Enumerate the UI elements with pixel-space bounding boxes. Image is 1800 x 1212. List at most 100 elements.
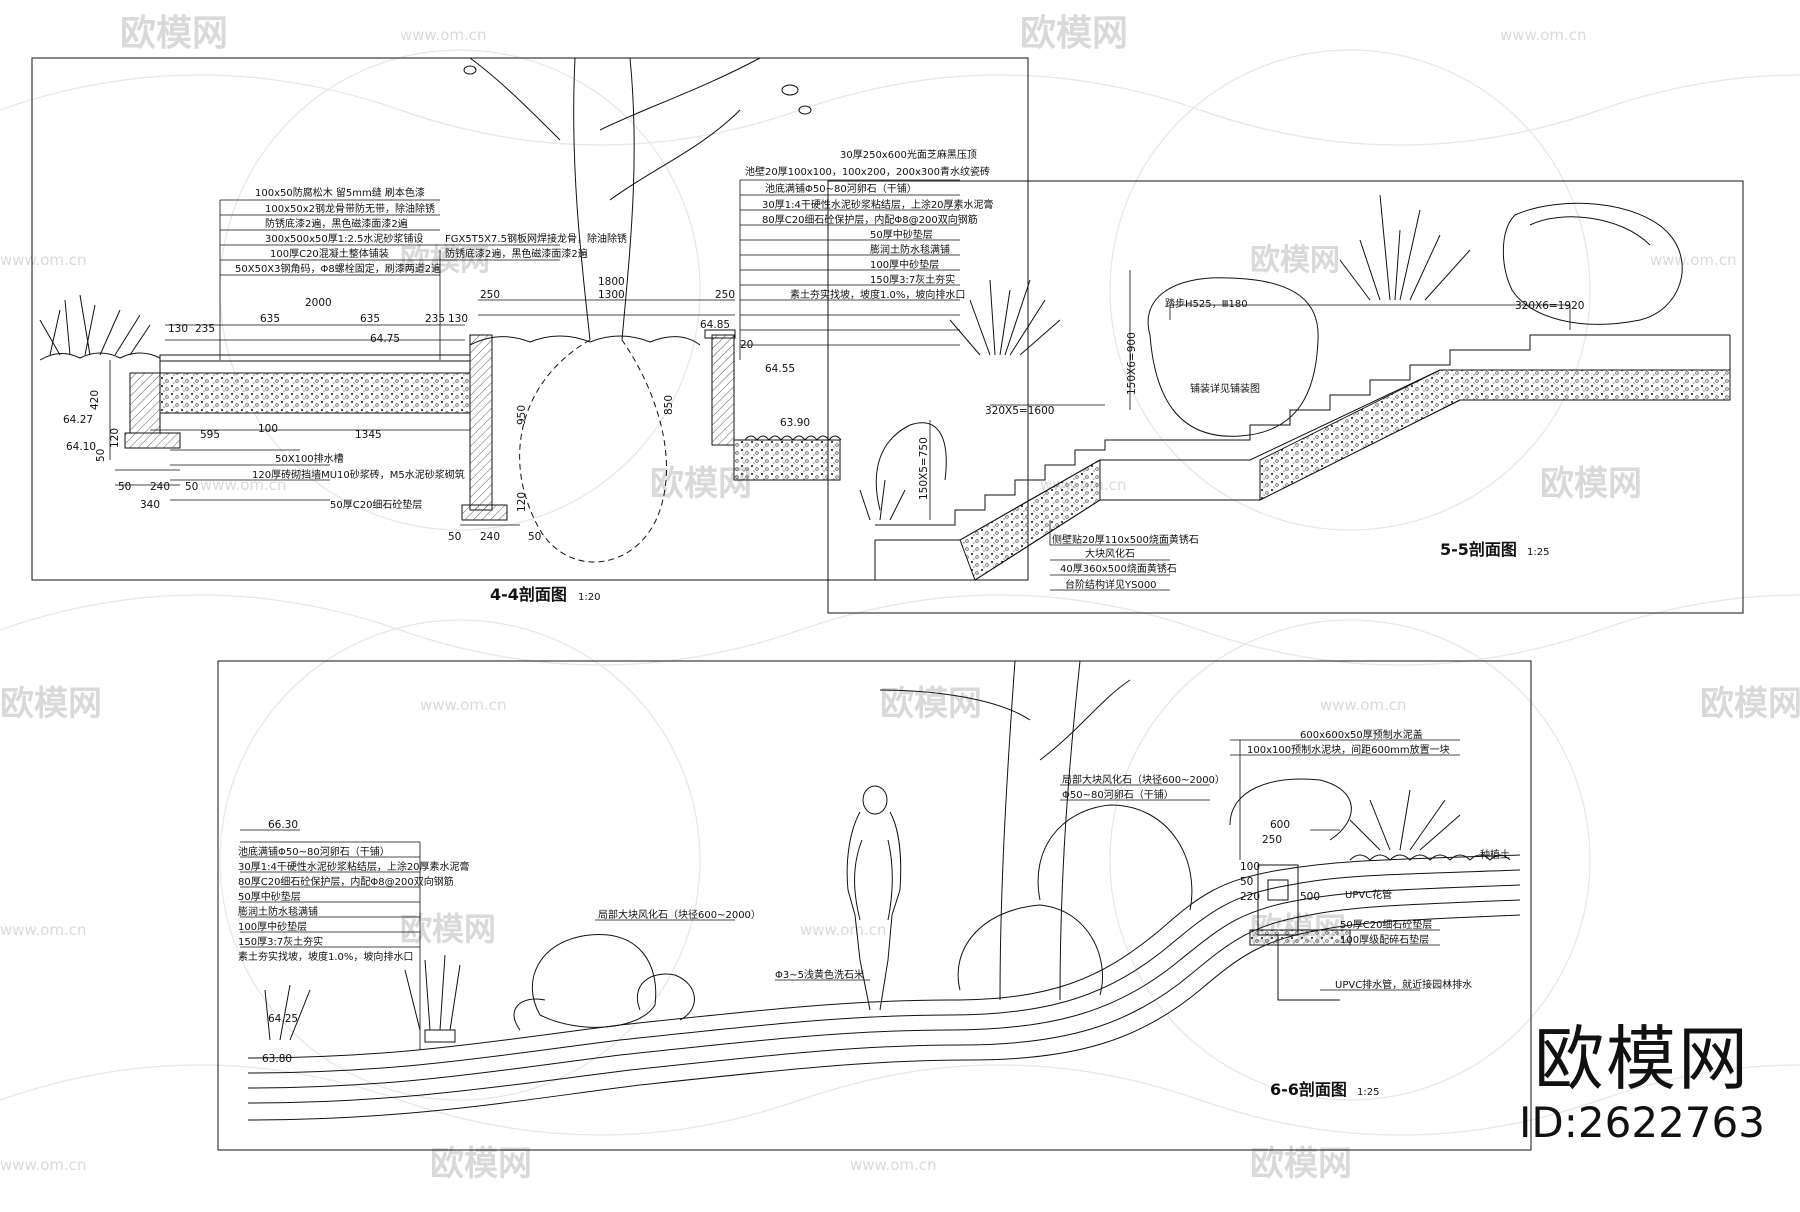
- note-5-5-bottom: 台阶结构详见YS000: [1065, 578, 1157, 591]
- dim-label: 320X5=1600: [985, 405, 1054, 417]
- label-rocks: 局部大块风化石（块径600~2000）: [598, 908, 761, 921]
- label-gravel: Φ3~5浅黄色洗石米: [775, 968, 864, 981]
- label-boulder: 铺装详见铺装图: [1190, 382, 1260, 395]
- dim-label: 950: [516, 405, 528, 425]
- drain-outlet: [1277, 935, 1340, 1001]
- note-4-4-mid: 防锈底漆2遍，黑色磁漆面漆2遍: [445, 247, 588, 260]
- note-6-6-left: 膨润土防水毯满铺: [238, 905, 318, 918]
- section-title-4-4: 4-4剖面图: [490, 585, 567, 604]
- note-4-4: 100x50x2钢龙骨带防无带，除油除锈: [265, 202, 435, 215]
- level-label: 66.30: [268, 819, 298, 831]
- rock: [957, 904, 1103, 996]
- watermark-brand: 欧模网: [0, 684, 102, 724]
- edge-wall: [129, 372, 161, 434]
- shrub: [39, 294, 151, 356]
- tree-trunk: [463, 57, 812, 563]
- boulder: [1147, 277, 1319, 437]
- watermark-site: www.om.cn: [1500, 26, 1587, 44]
- note-4-4-right: 30厚250x600光面芝麻黑压顶: [840, 148, 977, 161]
- dim-label: 50: [95, 449, 107, 462]
- dim-label: 220: [1240, 891, 1260, 903]
- watermark-site: www.om.cn: [1320, 696, 1407, 714]
- dim-label: 600: [1270, 819, 1290, 831]
- note-4-4-right: 80厚C20细石砼保护层，内配Φ8@200双向钢筋: [762, 213, 978, 226]
- frame-4-4: [31, 57, 1029, 581]
- section-title-5-5: 5-5剖面图: [1440, 540, 1517, 559]
- plant: [859, 479, 906, 521]
- plant: [264, 984, 311, 1041]
- dim-label: 50: [118, 481, 131, 493]
- watermark-site: www.om.cn: [0, 1156, 87, 1174]
- dim-label: 250: [480, 289, 500, 301]
- level-label: 64.85: [700, 319, 730, 331]
- watermark-site: www.om.cn: [420, 696, 507, 714]
- dim-label: 635: [260, 313, 280, 325]
- note-6-6-left: 50厚中砂垫层: [238, 890, 301, 903]
- watermark-site: www.om.cn: [0, 921, 87, 939]
- dim-label: 240: [150, 481, 170, 493]
- deck-base: [159, 372, 471, 414]
- stair-profile: [875, 334, 1730, 526]
- watermark-site: www.om.cn: [800, 921, 887, 939]
- watermark-site: www.om.cn: [1650, 251, 1737, 269]
- rock: [637, 973, 695, 1021]
- dim-label: 500: [1300, 891, 1320, 903]
- dim-label: 150X5=750: [918, 437, 930, 500]
- section-scale-4-4: 1:20: [578, 592, 600, 603]
- level-label: 63.80: [262, 1053, 292, 1065]
- rock: [1037, 804, 1193, 911]
- level-label: 64.25: [268, 1013, 298, 1025]
- dim-label: 120: [516, 492, 528, 512]
- dim-label: 420: [89, 390, 101, 410]
- note-4-4-bottom: 50厚C20细石砼垫层: [330, 498, 422, 511]
- dim-label: 130: [448, 313, 468, 325]
- section-6-6: [217, 660, 1532, 1151]
- watermark-brand: 欧模网: [120, 13, 228, 54]
- section-scale-6-6: 1:25: [1357, 1087, 1379, 1098]
- dim-label: 50: [528, 531, 541, 543]
- plant: [949, 279, 1061, 356]
- brand-name: 欧模网: [1534, 1018, 1750, 1100]
- section-scale-5-5: 1:25: [1527, 547, 1549, 558]
- person-figure: [846, 785, 902, 1011]
- ground-line: [1349, 854, 1511, 861]
- brand-corner: 欧模网 ID:2622763: [1512, 1020, 1772, 1148]
- ground-line: [39, 352, 161, 361]
- watermark-layer: 欧模网 www.om.cn 欧模网 www.om.cn 欧模网 www.om.c…: [0, 13, 1800, 1184]
- watermark-brand: 欧模网: [1700, 684, 1800, 724]
- coping: [704, 329, 736, 339]
- dim-label: 250: [715, 289, 735, 301]
- level-label: 64.75: [370, 333, 400, 345]
- watermark-brand: 欧模网: [1540, 464, 1642, 504]
- rock: [531, 934, 657, 1028]
- note-4-4-right: 50厚中砂垫层: [870, 228, 933, 241]
- dim-label: 1800: [598, 276, 625, 288]
- tree-trunk: [999, 660, 1081, 1001]
- note-4-4-bottom: 120厚砖砌挡墙MU10砂浆砖，M5水泥砂浆砌筑: [252, 468, 465, 481]
- section-4-4-labels: 100x50防腐松木 留5mm缝 刷本色漆 100x50x2钢龙骨带防无带，除油…: [63, 148, 994, 604]
- dim-label: 2000: [305, 297, 332, 309]
- level-label: 64.10: [66, 441, 96, 453]
- note-6-6-left: 30厚1:4干硬性水泥砂浆粘结层，上涂20厚素水泥膏: [238, 860, 470, 873]
- dim-label: 235: [195, 323, 215, 335]
- deck-joists: [159, 360, 471, 374]
- pond-bottom: [733, 439, 841, 481]
- boulder: [1502, 202, 1683, 325]
- layer-line: [247, 914, 1521, 1121]
- dim-label: 50: [448, 531, 461, 543]
- note-4-4-mid: FGX5T5X7.5钢板网焊接龙骨，除油除锈: [445, 232, 627, 245]
- label-rocks-2: 局部大块风化石（块径600~2000）: [1062, 773, 1225, 786]
- rock: [513, 998, 546, 1031]
- note-4-4-right: 池壁20厚100x100，100x200，200x300青水纹瓷砖: [745, 165, 990, 178]
- watermark-brand: 欧模网: [1250, 243, 1340, 278]
- dim-label: 100: [258, 423, 278, 435]
- dim-label: 850: [663, 395, 675, 415]
- label-pebble: Φ50~80河卵石（干铺）: [1062, 788, 1174, 801]
- dim-label: 50: [1240, 876, 1253, 888]
- drain-pipe: [1267, 879, 1289, 901]
- section-5-5: [827, 180, 1744, 614]
- boulder-detail: [1529, 216, 1651, 246]
- plant: [1349, 789, 1461, 851]
- watermark-site: www.om.cn: [850, 1156, 937, 1174]
